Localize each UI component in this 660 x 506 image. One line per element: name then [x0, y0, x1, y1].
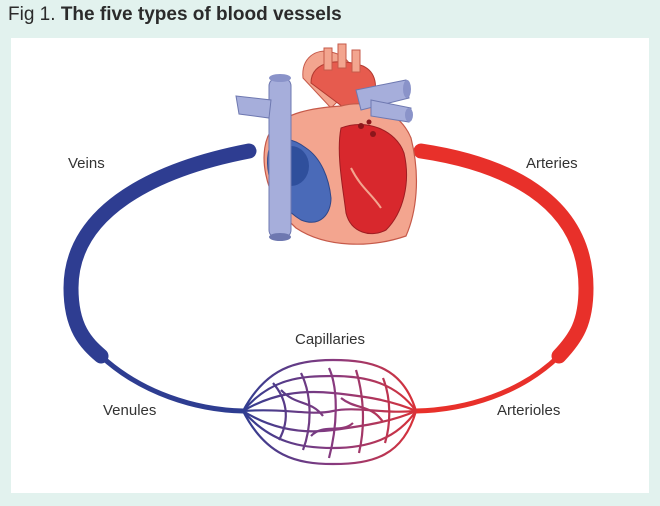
pulmonary-vessels-right [355, 79, 410, 111]
label-capillaries: Capillaries [295, 331, 366, 348]
venule-vessel [98, 353, 246, 414]
label-arteries: Arteries [526, 155, 578, 172]
label-veins: Veins [68, 155, 105, 172]
diagram-panel: Veins Arteries Capillaries Venules Arter… [11, 38, 649, 493]
vein-vessel [63, 143, 257, 364]
heart-illustration [235, 43, 418, 245]
left-heart-chamber [338, 124, 407, 235]
arteriole-vessel [413, 353, 562, 414]
capillary-bed [242, 358, 418, 466]
artery-vessel [413, 143, 594, 364]
figure-title: The five types of blood vessels [60, 4, 342, 25]
figure-caption: Fig 1. The five types of blood vessels [8, 4, 342, 26]
label-venules: Venules [103, 402, 157, 419]
label-arterioles: Arterioles [497, 402, 561, 419]
circulation-diagram [63, 43, 594, 466]
vena-cava [268, 77, 292, 239]
figure-number: Fig 1. [8, 4, 61, 25]
pulmonary-vessels-left [235, 95, 272, 119]
